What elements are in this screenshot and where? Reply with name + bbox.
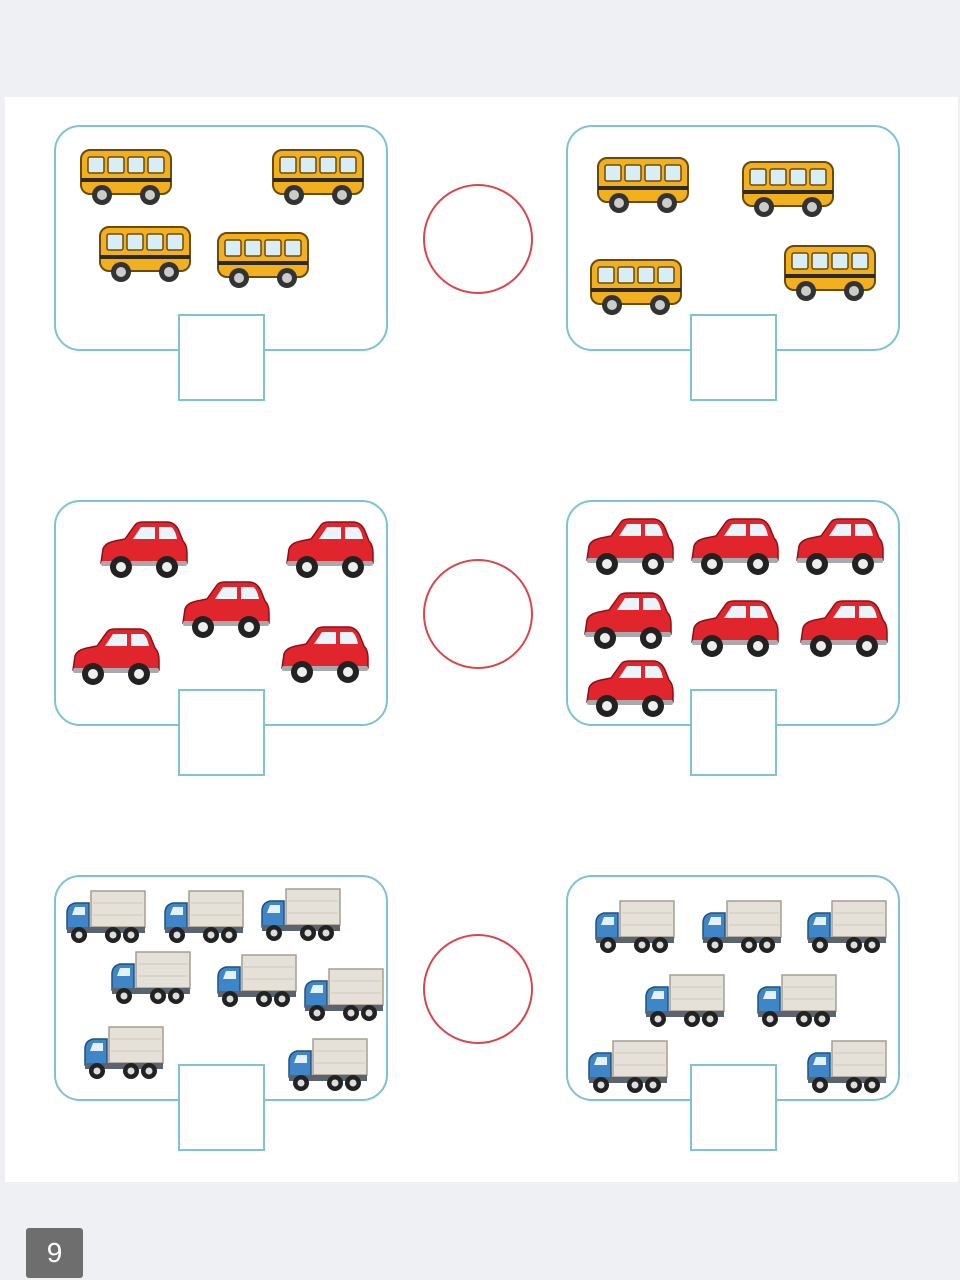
red-car-icon (793, 514, 885, 578)
left-count-box[interactable] (178, 689, 265, 776)
red-car-icon (69, 624, 161, 688)
delivery-truck-icon (594, 899, 676, 955)
red-car-icon (179, 577, 271, 641)
right-count-box[interactable] (690, 689, 777, 776)
delivery-truck-icon (216, 953, 298, 1009)
red-car-icon (283, 517, 375, 581)
red-car-icon (581, 588, 673, 652)
right-count-box[interactable] (690, 1064, 777, 1151)
delivery-truck-icon (806, 899, 888, 955)
red-car-icon (688, 514, 780, 578)
school-bus-icon (215, 230, 311, 292)
red-car-icon (583, 514, 675, 578)
school-bus-icon (740, 159, 836, 221)
school-bus-icon (97, 224, 193, 286)
delivery-truck-icon (287, 1037, 369, 1093)
exercise-row-trucks (5, 847, 958, 1151)
red-car-icon (797, 596, 889, 660)
comparison-circle[interactable] (423, 184, 533, 294)
delivery-truck-icon (587, 1039, 669, 1095)
school-bus-icon (782, 243, 878, 305)
delivery-truck-icon (65, 889, 147, 945)
delivery-truck-icon (806, 1039, 888, 1095)
delivery-truck-icon (110, 950, 192, 1006)
delivery-truck-icon (163, 889, 245, 945)
left-count-box[interactable] (178, 314, 265, 401)
school-bus-icon (595, 155, 691, 217)
delivery-truck-icon (83, 1025, 165, 1081)
delivery-truck-icon (701, 899, 783, 955)
red-car-icon (583, 656, 675, 720)
red-car-icon (278, 622, 370, 686)
delivery-truck-icon (303, 967, 385, 1023)
school-bus-icon (78, 147, 174, 209)
delivery-truck-icon (260, 887, 342, 943)
right-count-box[interactable] (690, 314, 777, 401)
exercise-row-buses (5, 97, 958, 401)
delivery-truck-icon (644, 973, 726, 1029)
page-number-badge: 9 (26, 1228, 83, 1278)
school-bus-icon (270, 147, 366, 209)
exercise-row-cars (5, 472, 958, 776)
school-bus-icon (588, 257, 684, 319)
comparison-circle[interactable] (423, 934, 533, 1044)
delivery-truck-icon (756, 973, 838, 1029)
red-car-icon (97, 517, 189, 581)
comparison-circle[interactable] (423, 559, 533, 669)
worksheet-page: 9 (5, 97, 958, 1278)
left-count-box[interactable] (178, 1064, 265, 1151)
red-car-icon (688, 596, 780, 660)
